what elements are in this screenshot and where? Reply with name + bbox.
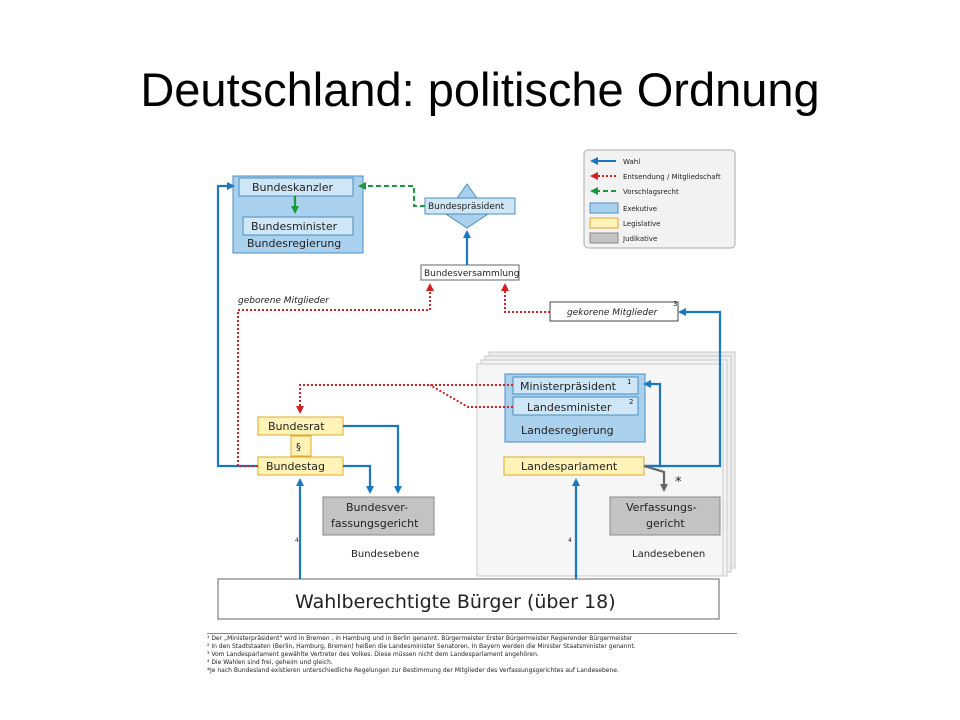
- landesminister-note: 2: [629, 398, 633, 406]
- bundesversammlung-label: Bundesversammlung: [424, 269, 519, 279]
- legend-legislative-label: Legislative: [623, 220, 661, 228]
- wahl-bundesrat-gericht-arrow: [343, 424, 402, 494]
- bundesverfassungsgericht-line2: fassungsgericht: [331, 517, 419, 530]
- landesverfassungsgericht-box: [609, 496, 721, 536]
- buerger-label: Wahlberechtigte Bürger (über 18): [295, 591, 616, 613]
- geborene-mitglieder-label: geborene Mitglieder: [238, 296, 330, 306]
- landesparlament-label: Landesparlament: [521, 460, 618, 473]
- bundesversammlung-box: [420, 264, 520, 281]
- bundestag-label: Bundestag: [266, 460, 325, 473]
- footnote-3: ³ Vom Landesparlament gewählte Vertreter…: [207, 651, 539, 658]
- legend-legislative-swatch: [589, 217, 619, 229]
- verfassungsgericht-star: *: [675, 475, 682, 490]
- legend-judikative-label: Judikative: [622, 235, 657, 243]
- bundesminister-label: Bundesminister: [251, 220, 338, 233]
- legend-entsendung-label: Entsendung / Mitgliedschaft: [623, 173, 721, 181]
- wahl-landesparlament-gekorene-arrow: [644, 308, 722, 468]
- bundesverfassungsgericht-line1: Bundesver-: [346, 501, 408, 514]
- buerger-box: [217, 578, 720, 620]
- gekorene-note: 3: [673, 300, 677, 308]
- paragraph-label: §: [296, 442, 301, 453]
- bundesebene-label: Bundesebene: [351, 549, 419, 560]
- vorschlag-praesident-kanzler-arrow: [358, 182, 425, 207]
- ministerpraesident-label: Ministerpräsident: [520, 380, 617, 393]
- legend-exekutive-label: Exekutive: [623, 205, 657, 213]
- landesregierung-label: Landesregierung: [521, 424, 614, 437]
- gekorene-mitglieder-label: gekorene Mitglieder: [567, 308, 659, 318]
- footnote-2: ² In den Stadtstaaten (Berlin, Hamburg, …: [207, 643, 636, 650]
- landesebenen-label: Landesebenen: [632, 549, 705, 560]
- bundesrat-label: Bundesrat: [268, 420, 325, 433]
- paragraph-box: [290, 435, 312, 457]
- landesverfassungsgericht-line1: Verfassungs-: [626, 501, 697, 514]
- bundesverfassungsgericht-box: [322, 496, 435, 536]
- legend-vorschlag-label: Vorschlagsrecht: [623, 188, 679, 196]
- bundespraesident-label: Bundespräsident: [428, 202, 505, 212]
- bundesminister-box: [242, 216, 354, 236]
- legend: Wahl Entsendung / Mitgliedschaft Vorschl…: [583, 149, 736, 249]
- ministerpraesident-note: 1: [627, 378, 631, 386]
- bundesregierung-label: Bundesregierung: [247, 237, 341, 250]
- landesverfassungsgericht-line2: gericht: [646, 517, 685, 530]
- bund-wahl-note: 4: [295, 537, 299, 544]
- legend-wahl-label: Wahl: [623, 158, 640, 166]
- footnote-5: *Je nach Bundesland existieren unterschi…: [207, 667, 619, 674]
- legend-judikative-swatch: [589, 232, 619, 244]
- entsendung-bundestag-versammlung-arrow: [237, 283, 434, 467]
- entsendung-minister-bundesrat-line: [429, 384, 513, 408]
- land-wahl-note: 4: [568, 537, 572, 544]
- footnote-1: ¹ Der „Ministerpräsident" wird in Bremen…: [207, 635, 633, 642]
- landesparlament-verfassungsgericht-arrow: [643, 464, 668, 492]
- slide-title: Deutschland: politische Ordnung: [140, 63, 820, 116]
- entsendung-gekorene-versammlung-arrow: [501, 283, 550, 313]
- legend-exekutive-swatch: [589, 202, 619, 214]
- entsendung-mp-bundesrat-arrow: [296, 384, 513, 414]
- footnote-4: ⁴ Die Wahlen sind frei, geheim und gleic…: [207, 659, 333, 666]
- bundespraesident-shape: [424, 183, 516, 229]
- wahl-bundestag-gericht-arrow: [343, 464, 374, 494]
- bundeskanzler-label: Bundeskanzler: [252, 181, 333, 194]
- footnotes: ¹ Der „Ministerpräsident" wird in Bremen…: [207, 633, 737, 675]
- landesminister-label: Landesminister: [527, 401, 612, 414]
